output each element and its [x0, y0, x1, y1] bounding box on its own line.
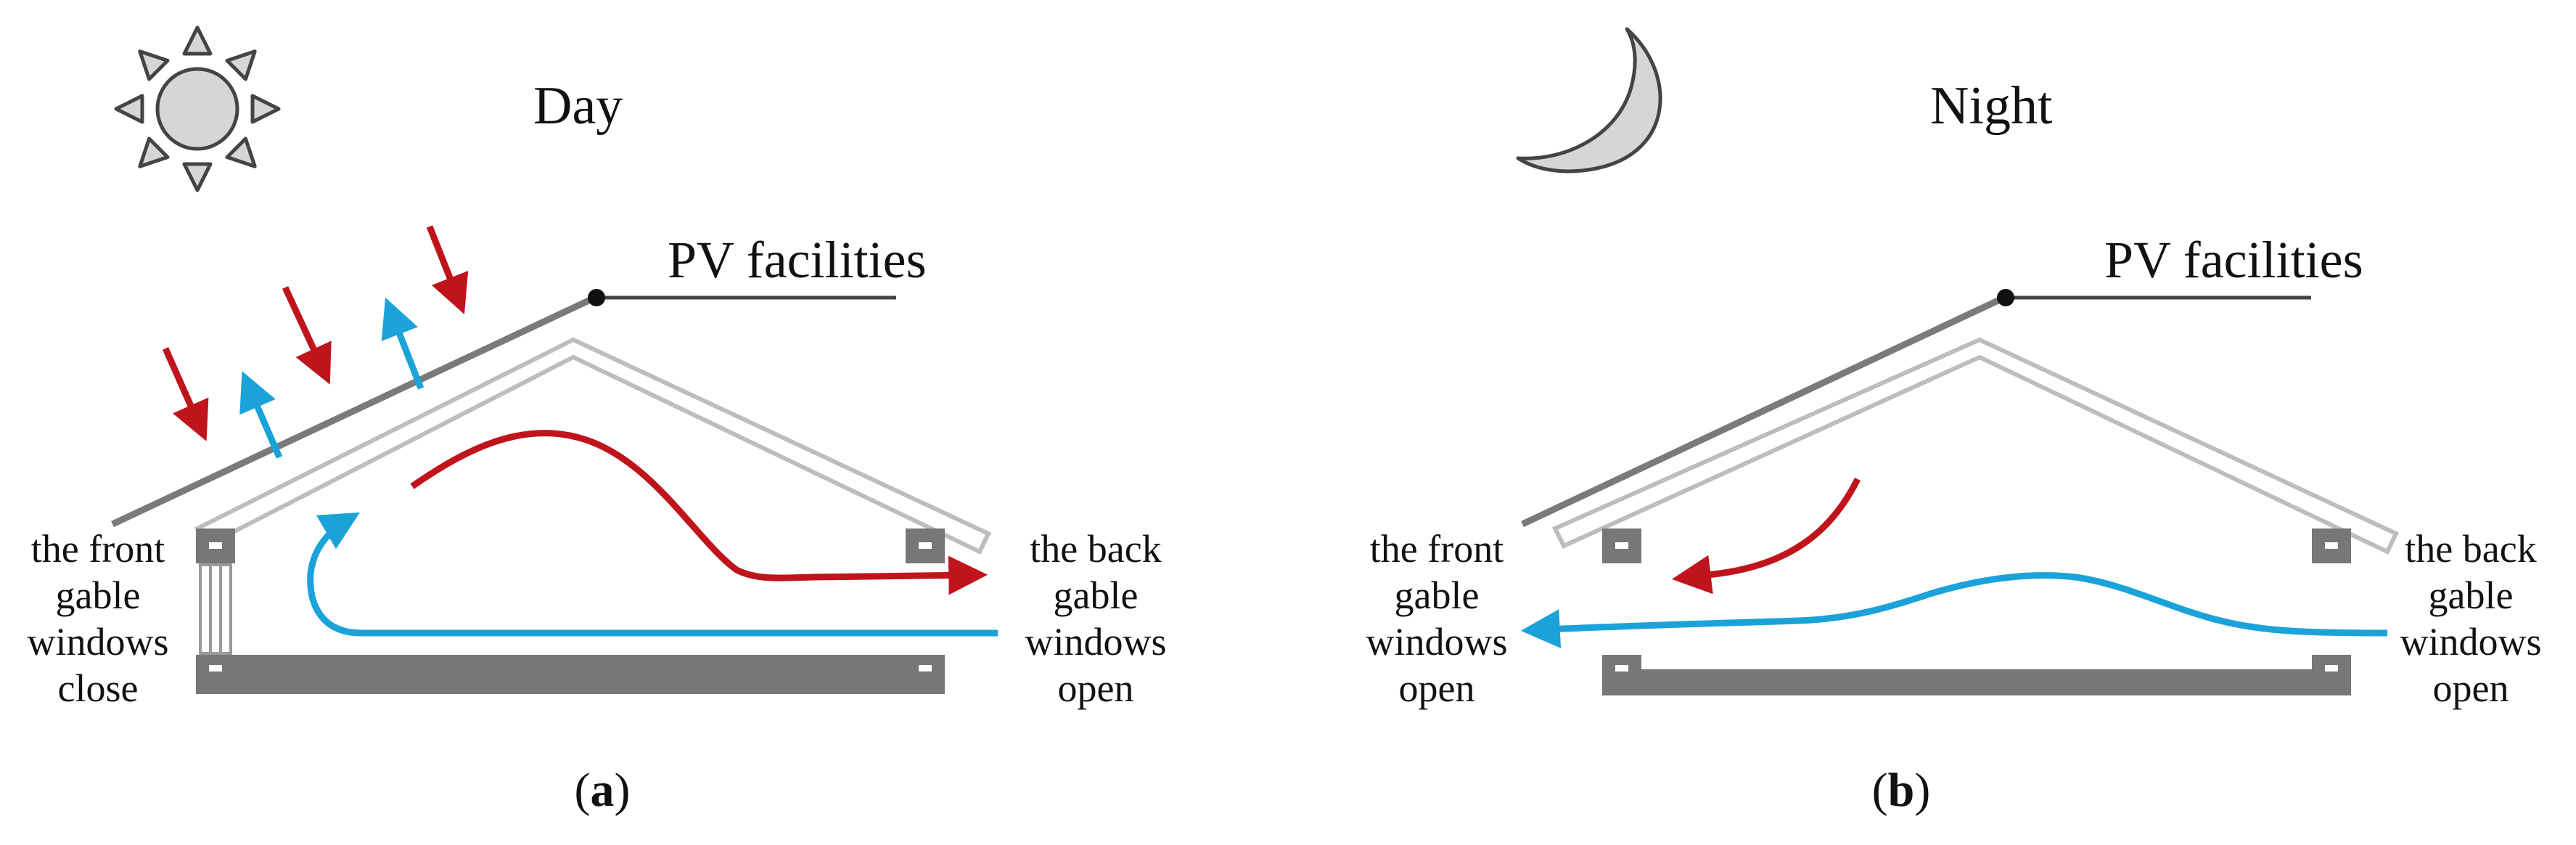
back-window-label: the back gable windows open [1025, 527, 1166, 710]
cool-air-flow-arrow [1520, 572, 2388, 649]
pv-label: PV facilities [668, 231, 927, 289]
frame-slots [1615, 542, 2338, 671]
svg-text:open: open [1058, 666, 1134, 710]
svg-text:open: open [1399, 666, 1475, 710]
svg-text:the back: the back [2405, 527, 2536, 571]
back-window-label: the back gable windows open [2400, 527, 2541, 710]
moon-icon [1516, 27, 1662, 174]
svg-text:the front: the front [1370, 527, 1504, 571]
pv-panel [111, 294, 596, 528]
panel-title: Night [1930, 76, 2053, 136]
building-frame [1602, 528, 2351, 695]
svg-text:windows: windows [2400, 620, 2541, 664]
building-frame [196, 528, 945, 694]
front-window-label: the front gable windows close [27, 527, 168, 710]
frame-slots [209, 542, 932, 671]
svg-text:open: open [2433, 666, 2509, 710]
pv-label: PV facilities [2104, 231, 2363, 289]
reflection-arrow [381, 297, 424, 390]
svg-text:gable: gable [1054, 573, 1139, 617]
panel-night: Night PV facilities the [1366, 27, 2542, 817]
panel-day: Day PV facilities [27, 25, 1167, 817]
panel-title: Day [533, 76, 623, 136]
reflection-arrows [239, 297, 424, 459]
svg-text:windows: windows [1025, 620, 1166, 664]
cool-air-flow-arrow [307, 512, 998, 637]
warm-air-flow-arrow [1671, 477, 1861, 595]
pv-leader-dot [1997, 289, 2014, 306]
sun-icon [114, 25, 281, 192]
pv-panel [1521, 294, 2006, 528]
hot-air-flow-arrow [410, 430, 988, 595]
roof-outline [1551, 337, 2400, 555]
svg-text:the front: the front [31, 527, 165, 571]
front-window-label: the front gable windows open [1366, 527, 1507, 710]
radiation-arrow [426, 225, 469, 315]
reflection-arrow [239, 371, 283, 459]
svg-text:gable: gable [2429, 573, 2514, 617]
svg-text:the back: the back [1030, 527, 1161, 571]
radiation-arrow [162, 347, 209, 441]
front-window-closed [199, 563, 232, 655]
svg-text:gable: gable [56, 573, 141, 617]
radiation-arrow [282, 286, 332, 385]
pv-leader-dot [588, 289, 605, 306]
solar-radiation-arrows [162, 225, 469, 441]
svg-text:windows: windows [27, 620, 168, 664]
svg-text:windows: windows [1366, 620, 1507, 664]
panel-caption: (b) [1872, 764, 1931, 817]
svg-text:gable: gable [1395, 573, 1480, 617]
panel-caption: (a) [575, 764, 631, 817]
svg-text:close: close [58, 666, 139, 710]
